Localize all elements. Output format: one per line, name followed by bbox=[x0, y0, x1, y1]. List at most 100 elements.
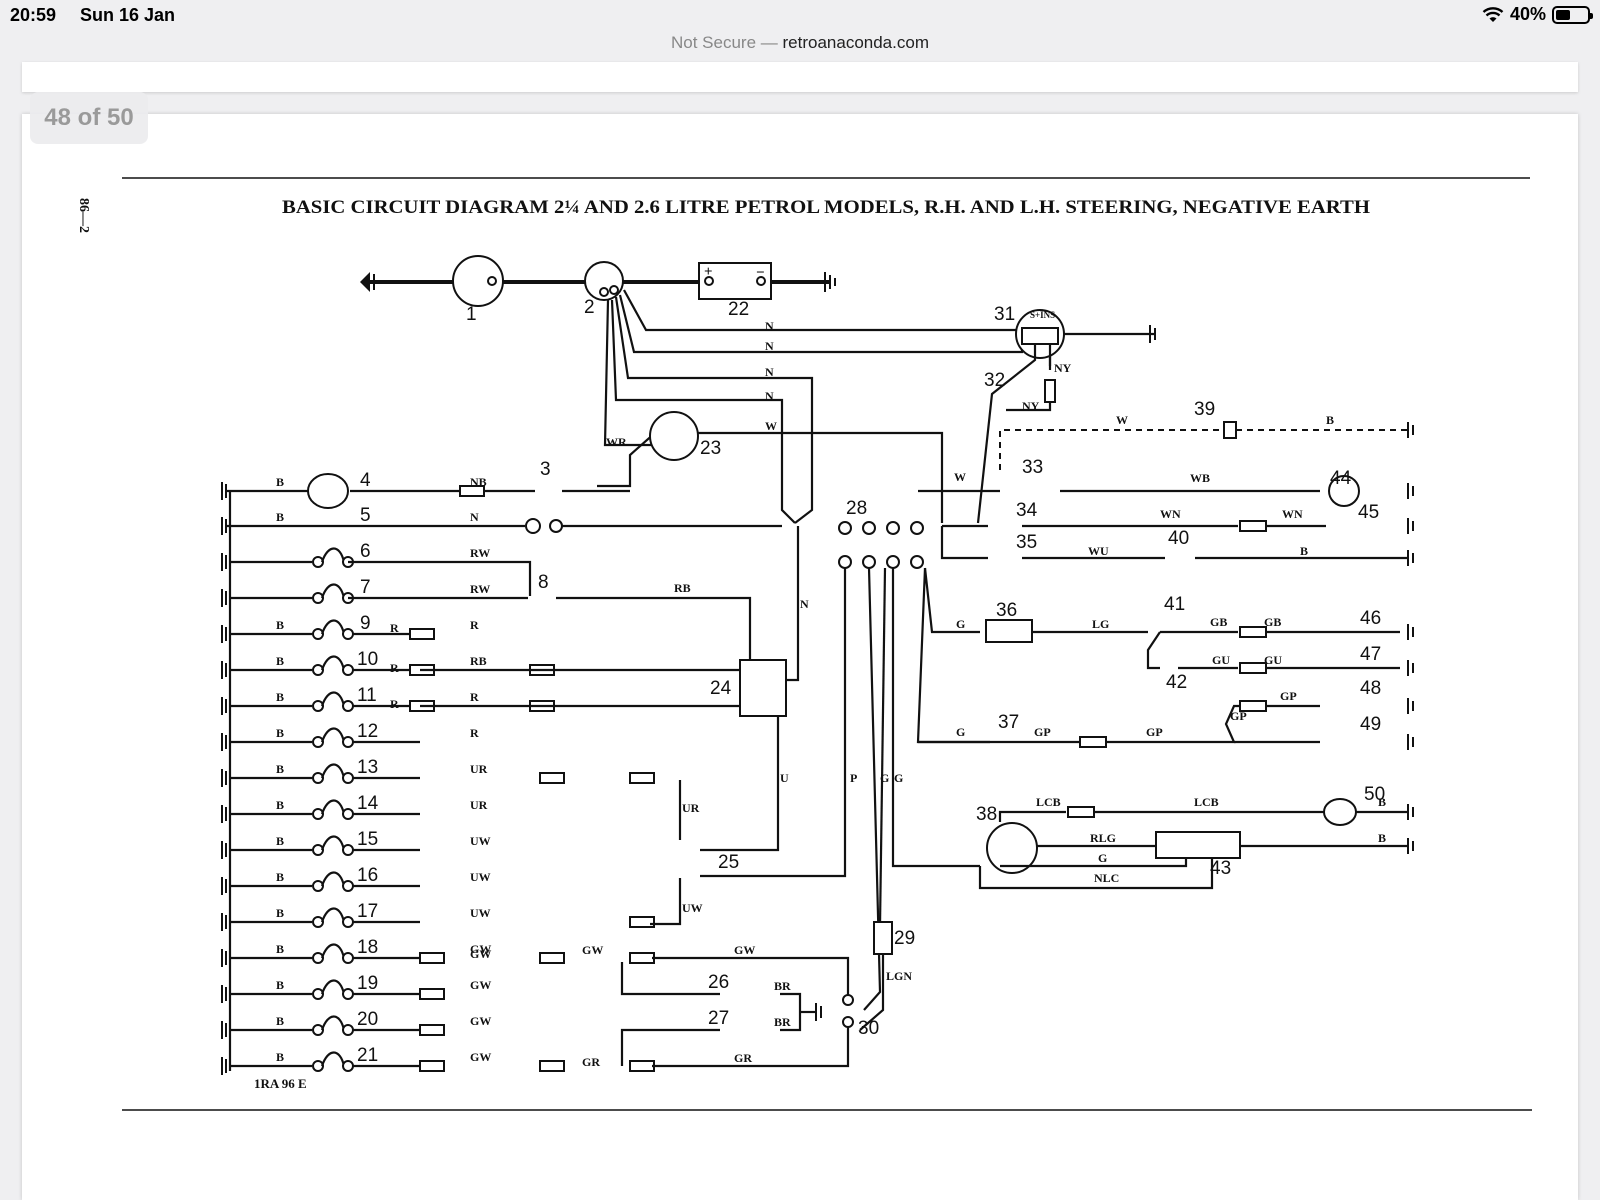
row-mid-label: RB bbox=[470, 654, 487, 668]
status-right: 40% bbox=[1482, 4, 1593, 25]
url-separator: — bbox=[756, 33, 783, 52]
row-b-label: B bbox=[276, 834, 284, 848]
component-41: 41 bbox=[1164, 594, 1185, 615]
earth-symbol-row-7 bbox=[221, 583, 354, 607]
page-ref: 86—2 bbox=[76, 198, 91, 233]
component-40: 40 bbox=[1168, 528, 1189, 549]
row-b-label: B bbox=[276, 726, 284, 740]
wire-label: GR bbox=[582, 1055, 600, 1069]
wire-label: B bbox=[1378, 831, 1386, 845]
svg-text:+: + bbox=[704, 264, 713, 280]
row-number-7: 7 bbox=[360, 577, 371, 598]
component-48: 48 bbox=[1360, 678, 1381, 699]
drawing-ref: 1RA 96 E bbox=[254, 1076, 307, 1091]
component-47: 47 bbox=[1360, 644, 1381, 665]
component-36: 36 bbox=[996, 600, 1017, 621]
switch-38 bbox=[986, 822, 1038, 874]
status-bar: 20:59 Sun 16 Jan 40% bbox=[0, 0, 1600, 30]
row-b-label: B bbox=[276, 906, 284, 920]
wire-label: W bbox=[1116, 413, 1128, 427]
row-mid-label: GW bbox=[470, 1014, 491, 1028]
wire-label: UW bbox=[682, 901, 703, 915]
lamp-44 bbox=[1328, 475, 1360, 507]
earth-symbol-row-20 bbox=[221, 1015, 420, 1039]
wire-label: WN bbox=[1160, 507, 1181, 521]
wire-label: W bbox=[954, 470, 966, 484]
row-b-label: B bbox=[276, 942, 284, 956]
earth-symbol-row-17 bbox=[221, 907, 420, 931]
component-23: 23 bbox=[700, 438, 721, 459]
wire-label: N bbox=[800, 597, 809, 611]
row-mid-label: GW bbox=[470, 1050, 491, 1064]
row-mid-label: GW bbox=[470, 942, 491, 956]
row-b-label: B bbox=[276, 978, 284, 992]
row-mid-label: RW bbox=[470, 546, 490, 560]
earth-symbol-row-15 bbox=[221, 835, 420, 859]
wire-label: GW bbox=[470, 947, 491, 961]
switch-5 bbox=[525, 518, 541, 534]
wire-label: G bbox=[956, 725, 965, 739]
wire-label: B bbox=[1378, 795, 1386, 809]
row-mid-label: NB bbox=[470, 475, 487, 489]
component-32: 32 bbox=[984, 370, 1005, 391]
component-24: 24 bbox=[710, 678, 732, 699]
row-number-11: 11 bbox=[357, 685, 377, 706]
component-44: 44 bbox=[1330, 468, 1352, 489]
row-wires bbox=[221, 421, 1408, 1075]
wire-label: NY bbox=[1054, 361, 1072, 375]
row-number-17: 17 bbox=[357, 901, 378, 922]
row-number-19: 19 bbox=[357, 973, 378, 994]
earth-symbol-row-13 bbox=[221, 763, 420, 787]
row-number-6: 6 bbox=[360, 541, 371, 562]
row-b-label: B bbox=[276, 654, 284, 668]
wire-label: P bbox=[850, 771, 857, 785]
component-28: 28 bbox=[846, 498, 867, 519]
row-number-14: 14 bbox=[357, 793, 379, 814]
component-38: 38 bbox=[976, 804, 997, 825]
component-49: 49 bbox=[1360, 714, 1381, 735]
wire-label: LCB bbox=[1194, 795, 1219, 809]
connector-43 bbox=[1155, 831, 1241, 859]
wire-label: GB bbox=[1210, 615, 1227, 629]
wire-label: GU bbox=[1212, 653, 1230, 667]
row-number-21: 21 bbox=[357, 1045, 378, 1066]
row-mid-label: UR bbox=[470, 762, 488, 776]
earth-symbol-row-5 bbox=[221, 517, 227, 535]
earth-symbol-row-16 bbox=[221, 871, 420, 895]
status-time: 20:59 bbox=[10, 5, 57, 25]
row-mid-label: UR bbox=[470, 798, 488, 812]
row-b-label: B bbox=[276, 510, 284, 524]
wire-label: LGN bbox=[886, 969, 912, 983]
component-37: 37 bbox=[998, 712, 1019, 733]
component-46: 46 bbox=[1360, 608, 1381, 629]
row-b-label: B bbox=[276, 798, 284, 812]
earth-symbol-row-9 bbox=[221, 619, 420, 643]
component-25: 25 bbox=[718, 852, 739, 873]
unit-36 bbox=[985, 619, 1033, 643]
row-number-13: 13 bbox=[357, 757, 378, 778]
wire-label: WN bbox=[1282, 507, 1303, 521]
earth-symbol-row-6 bbox=[221, 547, 354, 571]
earth-symbol-row-19 bbox=[221, 979, 420, 1003]
row-number-9: 9 bbox=[360, 613, 371, 634]
wire-label: R bbox=[390, 697, 399, 711]
row-b-label: B bbox=[276, 762, 284, 776]
earth-symbol-row-4 bbox=[221, 482, 227, 500]
row-mid-label: R bbox=[470, 618, 479, 632]
wire-label: W bbox=[765, 419, 777, 433]
wire-label: G bbox=[956, 617, 965, 631]
wire-label: GP bbox=[1034, 725, 1051, 739]
row-number-18: 18 bbox=[357, 937, 378, 958]
component-29: 29 bbox=[894, 928, 915, 949]
wire-label: BR bbox=[774, 1015, 791, 1029]
battery-icon bbox=[1552, 5, 1593, 24]
address-bar[interactable]: Not Secure — retroanaconda.com bbox=[0, 30, 1600, 60]
component-3: 3 bbox=[540, 459, 551, 480]
component-2: 2 bbox=[584, 297, 595, 318]
row-mid-label: GW bbox=[470, 978, 491, 992]
component-8: 8 bbox=[538, 572, 549, 593]
fuse-box-24 bbox=[739, 659, 787, 717]
earth-symbol-row-11 bbox=[221, 691, 420, 715]
